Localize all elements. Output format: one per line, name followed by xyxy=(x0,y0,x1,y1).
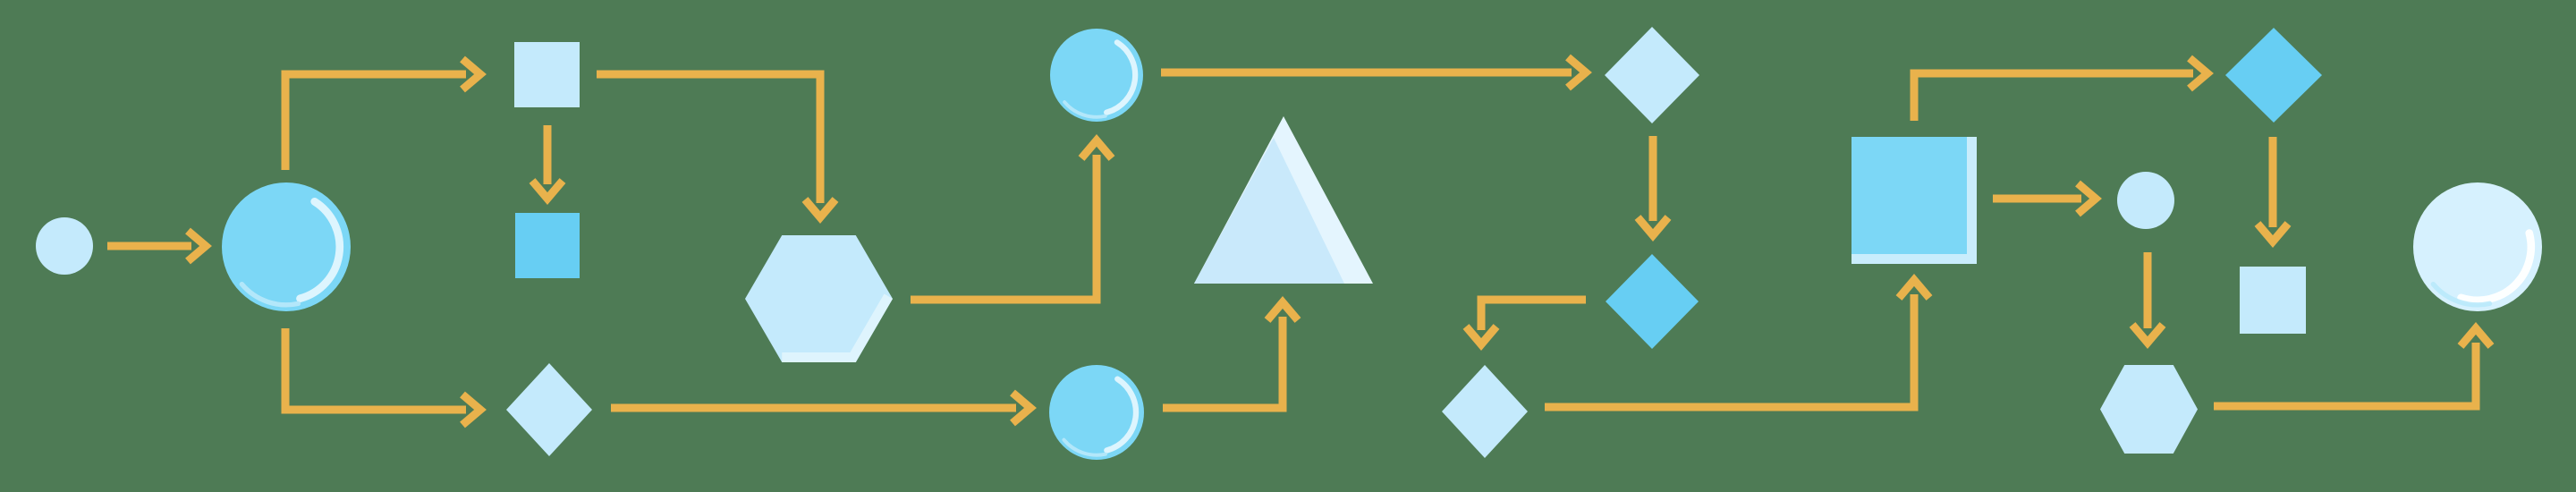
connector-process-square-large-to-step-dot-2 xyxy=(1993,180,2102,217)
connector-stage-circle-3-to-milestone-triangle xyxy=(1163,296,1301,412)
node-decision-diamond-3 xyxy=(1606,254,1699,349)
node-decision-diamond-1 xyxy=(506,363,592,456)
node-step-dot-2 xyxy=(2117,172,2174,229)
connector-step-square-1-to-step-square-2 xyxy=(529,125,566,205)
connector-step-square-1-to-process-hexagon-1 xyxy=(597,70,839,224)
connector-process-hexagon-2-to-end-circle xyxy=(2214,322,2495,411)
node-process-hexagon-1 xyxy=(745,235,893,362)
connector-decision-diamond-4-to-process-square-large xyxy=(1545,274,1933,411)
node-end-circle xyxy=(2413,182,2542,311)
node-stage-circle-2 xyxy=(1050,29,1143,122)
node-stage-circle-3 xyxy=(1049,365,1144,460)
node-milestone-triangle xyxy=(1194,116,1373,284)
node-step-square-3 xyxy=(2240,267,2306,334)
connector-decision-diamond-1-to-stage-circle-3 xyxy=(611,389,1037,427)
node-decision-diamond-5 xyxy=(2225,28,2322,123)
connector-decision-diamond-5-to-step-square-3 xyxy=(2254,137,2292,248)
connector-stage-circle-2-to-decision-diamond-2 xyxy=(1161,54,1592,91)
node-decision-diamond-4 xyxy=(1442,365,1528,458)
node-step-square-2 xyxy=(515,213,580,278)
connector-decision-diamond-2-to-decision-diamond-3 xyxy=(1634,136,1672,242)
connector-step-dot-2-to-process-hexagon-2 xyxy=(2129,252,2166,349)
connector-process-hexagon-1-to-stage-circle-2 xyxy=(911,134,1115,304)
connector-decision-diamond-3-to-decision-diamond-4 xyxy=(1462,295,1586,351)
connector-start-dot-to-stage-circle-1 xyxy=(107,227,212,265)
node-step-square-1 xyxy=(514,42,580,107)
node-process-hexagon-2 xyxy=(2100,365,2198,454)
node-decision-diamond-2 xyxy=(1605,27,1699,123)
connector-stage-circle-1-to-step-square-1 xyxy=(281,55,487,170)
node-process-square-large xyxy=(1852,137,1977,264)
connector-stage-circle-1-to-decision-diamond-1 xyxy=(281,328,487,428)
node-stage-circle-1 xyxy=(222,182,351,311)
connector-process-square-large-to-decision-diamond-5 xyxy=(1910,55,2214,121)
node-start-dot xyxy=(36,217,93,275)
